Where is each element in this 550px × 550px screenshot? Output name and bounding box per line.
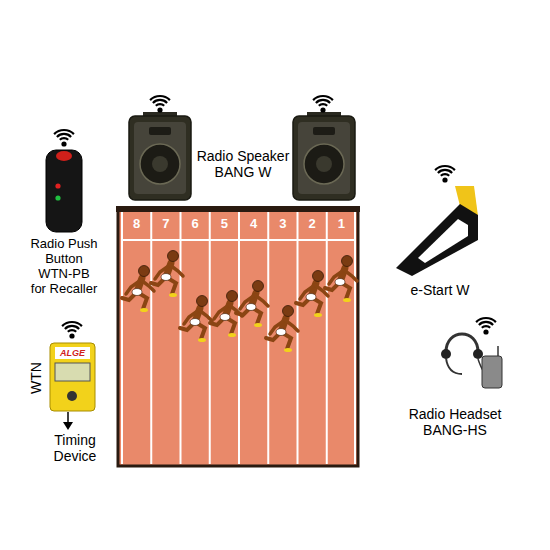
device-label: Timing Device [45,432,105,464]
radio-icon [476,318,496,335]
lane-number: 3 [272,217,294,232]
lane-number: 4 [243,217,265,232]
radio-icon [54,130,74,147]
lane-number: 8 [126,217,148,232]
sprinter [325,256,357,303]
lane-number: 6 [184,217,206,232]
estart-cutout [418,219,468,263]
output-arrow-head [63,422,73,430]
headband [446,334,478,352]
sprinter [180,296,212,343]
radio-icon [313,96,333,113]
device-label: Radio Headset BANG-HS [405,406,505,438]
device-label: WTN [28,358,44,398]
radio-icon [435,166,455,183]
estart-device [396,204,478,276]
bodypack-antenna [497,346,499,356]
device-label: Radio Speaker BANG W [193,148,293,180]
indicator-led [55,195,60,200]
device-display [55,363,90,381]
ear-pad [473,349,483,359]
radio-icon [150,96,170,113]
sprinter [122,266,154,313]
bodypack [482,356,502,388]
mic-boom [446,358,462,374]
wtn-device [50,343,95,411]
push-button [46,150,82,232]
sprinter [236,281,268,328]
radio-speaker [293,112,355,200]
lane-number: 7 [155,217,177,232]
device-label: e-Start W [395,282,485,298]
running-track [118,208,358,466]
push-button-cap [56,151,72,161]
sprinter [266,306,298,353]
indicator-led [55,183,60,188]
lane-lines [122,212,355,464]
logo-plate [55,347,90,359]
device-label: Radio Push Button WTN-PB for Recaller [30,237,99,297]
radio-icon [62,322,82,339]
logo-text: ALGE [55,347,90,359]
lane-number: 1 [330,217,352,232]
lane-number: 5 [213,217,235,232]
sprinter [151,251,183,298]
sprinter [296,271,328,318]
ear-pad [441,349,451,359]
output-arrow [67,412,69,423]
lane-number: 2 [301,217,323,232]
track-top-edge [116,206,360,212]
radio-speaker [129,112,191,200]
device-button [67,391,77,401]
